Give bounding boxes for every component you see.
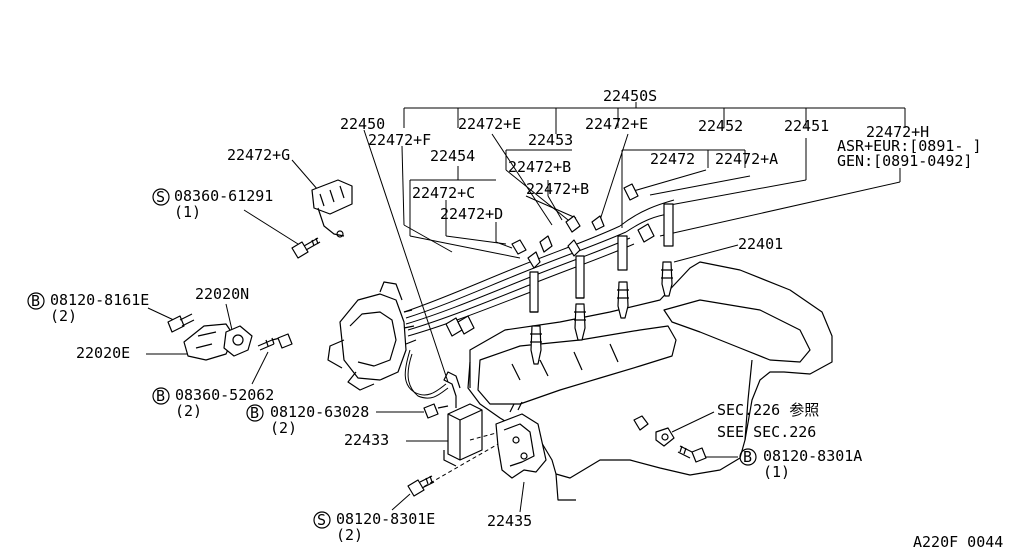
part-labels: 22450S 22450 22472+F 22472+E 22453 22472… (27, 87, 1003, 551)
badge-s-bolt-f (313, 511, 331, 529)
label-22451: 22451 (784, 117, 829, 135)
label-22435: 22435 (487, 512, 532, 530)
label-qty-bolt-e: (1) (763, 463, 790, 481)
label-note-asr-eur: ASR+EUR:[0891- ] (837, 137, 982, 155)
label-22450: 22450 (340, 115, 385, 133)
badge-b-bolt-d-letter: B (250, 404, 259, 422)
label-bolt-08360-52062: 08360-52062 (175, 386, 274, 404)
label-bolt-08120-8161E: 08120-8161E (50, 291, 149, 309)
label-22472-H: 22472+H (866, 123, 929, 141)
label-qty-bolt-a: (1) (174, 203, 201, 221)
label-22020E: 22020E (76, 344, 130, 362)
spark-plug-boots (529, 203, 674, 313)
label-qty-bolt-d: (2) (270, 419, 297, 437)
spark-plugs (530, 261, 673, 365)
label-bolt-08120-8301E: 08120-8301E (336, 510, 435, 528)
label-22472-B-lower: 22472+B (526, 180, 589, 198)
badge-b-bolt-c (152, 387, 170, 405)
label-sec226-ref-en: SEE SEC.226 (717, 423, 816, 441)
label-kit-22450S: 22450S (603, 87, 657, 105)
label-22454: 22454 (430, 147, 475, 165)
label-22472-C: 22472+C (412, 184, 475, 202)
label-qty-bolt-c: (2) (175, 402, 202, 420)
label-22472-E-right: 22472+E (585, 115, 648, 133)
distributor (327, 281, 417, 391)
label-22472: 22472 (650, 150, 695, 168)
label-22401: 22401 (738, 235, 783, 253)
label-22472-E-left: 22472+E (458, 115, 521, 133)
badge-b-bolt-e (739, 448, 757, 466)
bolt-08120-8301E (407, 475, 435, 497)
figure-code: A220F 0044 (913, 533, 1003, 551)
badge-s-bolt-a (152, 188, 170, 206)
label-22433: 22433 (344, 431, 389, 449)
label-bolt-08120-8301A: 08120-8301A (763, 447, 862, 465)
badge-s-bolt-f-letter: S (317, 511, 326, 529)
label-22472-A: 22472+A (715, 150, 778, 168)
label-22020N: 22020N (195, 285, 249, 303)
label-sec226-ref-jp: SEC.226 参照 (717, 401, 819, 419)
bolt-08360-61291 (291, 237, 321, 259)
badge-b-bolt-c-letter: B (156, 387, 165, 405)
label-22453: 22453 (528, 131, 573, 149)
label-22472-B-upper: 22472+B (508, 158, 571, 176)
badge-b-bolt-e-letter: B (743, 448, 752, 466)
leader-lines (146, 102, 906, 513)
label-22472-D: 22472+D (440, 205, 503, 223)
coil-bracket (495, 401, 547, 479)
label-bolt-08360-61291: 08360-61291 (174, 187, 273, 205)
badge-b-bolt-d (246, 404, 264, 422)
badge-b-bolt-b (27, 292, 45, 310)
label-note-gen: GEN:[0891-0492] (837, 152, 972, 170)
label-22472-G: 22472+G (227, 146, 290, 164)
grommet-and-bolt (633, 415, 707, 463)
ignition-coil (417, 371, 513, 491)
label-bolt-08120-63028: 08120-63028 (270, 403, 369, 421)
label-qty-bolt-b: (2) (50, 307, 77, 325)
badge-b-bolt-b-letter: B (31, 292, 40, 310)
ignition-cables (403, 183, 675, 399)
label-22472-F: 22472+F (368, 131, 431, 149)
crank-angle-sensor (167, 313, 293, 361)
badge-s-bolt-a-letter: S (156, 188, 165, 206)
cable-holder-bracket (311, 179, 353, 238)
label-qty-bolt-f: (2) (336, 526, 363, 544)
label-22452: 22452 (698, 117, 743, 135)
